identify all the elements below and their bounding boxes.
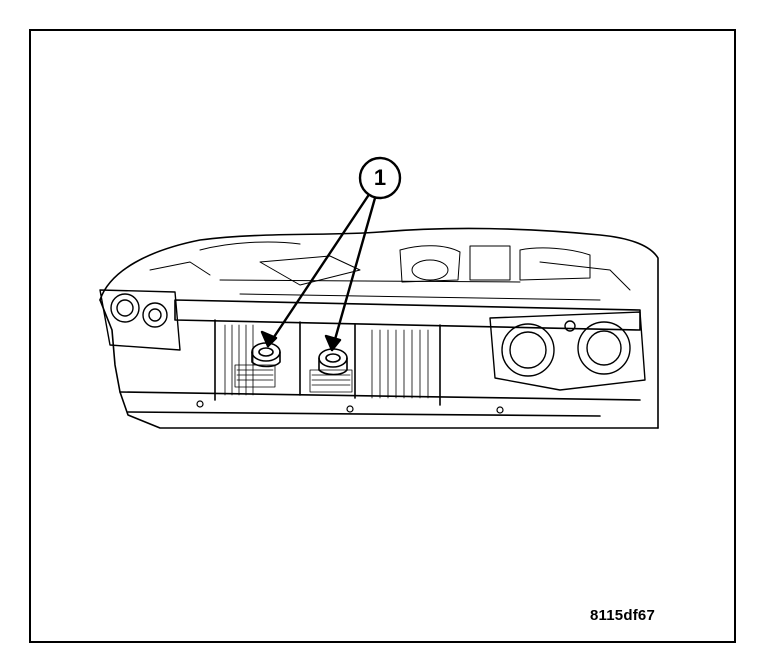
radiator-fins <box>224 324 429 399</box>
left-headlamp <box>99 289 181 351</box>
callout-1-label: 1 <box>373 165 387 190</box>
right-headlamp <box>489 311 646 391</box>
horn-left <box>251 342 281 368</box>
leader-line-left <box>266 194 370 348</box>
arrowhead-left <box>260 330 278 348</box>
bumper-bolts <box>196 400 504 414</box>
figure-frame <box>29 29 736 643</box>
engine-components <box>149 241 631 301</box>
arrowhead-right <box>324 334 342 352</box>
radiator-support <box>174 299 641 406</box>
figure-code: 8115df67 <box>590 607 655 624</box>
callout-1-graphic <box>260 156 402 352</box>
leader-line-right <box>330 196 377 352</box>
callout-circle <box>358 156 402 200</box>
horn-right <box>318 348 348 376</box>
